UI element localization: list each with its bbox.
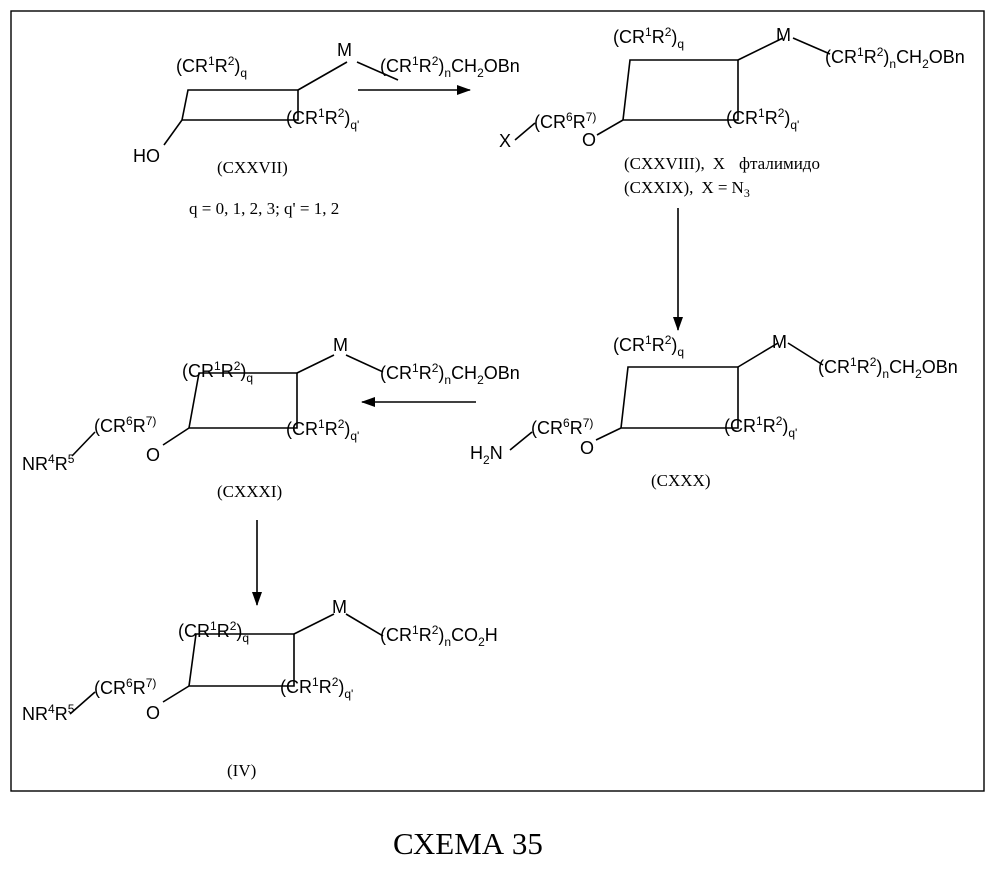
cxxx-cr1r2q: (CR1R2)q	[613, 333, 684, 359]
cxxviii-label: (CXXVIII),Xфталимидо	[624, 154, 820, 173]
cxxx-h2n: H2N	[470, 443, 503, 467]
cxxxi-label: (CXXXI)	[217, 482, 282, 501]
cxxvii-conditions: q = 0, 1, 2, 3; q' = 1, 2	[189, 199, 339, 218]
scheme-title: СХЕМА 35	[393, 826, 543, 861]
cxxviii-cr1r2q: (CR1R2)q	[613, 25, 684, 51]
scheme-frame	[11, 11, 984, 791]
compound-cxxvii: M (CR1R2)q (CR1R2)nCH2OBn (CR1R2)q' HO (…	[133, 40, 520, 218]
cxxx-side-chain: (CR1R2)nCH2OBn	[818, 355, 958, 381]
cxxxi-cr1r2q: (CR1R2)q	[182, 359, 253, 385]
iv-cr1r2q: (CR1R2)q	[178, 619, 249, 645]
cxxix-label: (CXXIX),X =N3	[624, 178, 750, 200]
compound-iv: M (CR1R2)q (CR1R2)nCO2H (CR1R2)q' (CR6R7…	[22, 597, 498, 780]
cxxx-label: (CXXX)	[651, 471, 711, 490]
iv-cr6r7: (CR6R7)	[94, 676, 156, 698]
iv-o: O	[146, 703, 160, 723]
cxxvii-ho: HO	[133, 146, 160, 166]
iv-label: (IV)	[227, 761, 256, 780]
cxxx-cr1r2qprime: (CR1R2)q'	[724, 414, 797, 440]
cxxvii-label: (CXXVII)	[217, 158, 288, 177]
cxxxi-side-chain: (CR1R2)nCH2OBn	[380, 361, 520, 387]
cxxvii-m: M	[337, 40, 352, 60]
cxxviii-m: M	[776, 25, 791, 45]
cxxxi-cr1r2qprime: (CR1R2)q'	[286, 417, 359, 443]
cxxxi-o: O	[146, 445, 160, 465]
iv-m: M	[332, 597, 347, 617]
iv-side-chain: (CR1R2)nCO2H	[380, 623, 498, 649]
cxxx-o: O	[580, 438, 594, 458]
cxxx-m: M	[772, 332, 787, 352]
cxxvii-cr1r2qprime: (CR1R2)q'	[286, 106, 359, 132]
cxxviii-side-chain: (CR1R2)nCH2OBn	[825, 45, 965, 71]
compound-cxxviii: M (CR1R2)q (CR1R2)nCH2OBn (CR1R2)q' (CR6…	[499, 25, 965, 200]
cxxxi-m: M	[333, 335, 348, 355]
cxxviii-o: O	[582, 130, 596, 150]
cxxxi-cr6r7: (CR6R7)	[94, 414, 156, 436]
cxxviii-cr1r2qprime: (CR1R2)q'	[726, 106, 799, 132]
cxxviii-x: X	[499, 131, 511, 151]
iv-cr1r2qprime: (CR1R2)q'	[280, 675, 353, 701]
cxxviii-cr6r7: (CR6R7)	[534, 110, 596, 132]
compound-cxxx: M (CR1R2)q (CR1R2)nCH2OBn (CR1R2)q' (CR6…	[470, 332, 958, 490]
cxxvii-cr1r2q: (CR1R2)q	[176, 54, 247, 80]
cxxxi-nr4r5: NR4R5	[22, 452, 75, 474]
cxxx-cr6r7: (CR6R7)	[531, 416, 593, 438]
iv-nr4r5: NR4R5	[22, 702, 75, 724]
compound-cxxxi: M (CR1R2)q (CR1R2)nCH2OBn (CR1R2)q' (CR6…	[22, 335, 520, 501]
cxxvii-side-chain: (CR1R2)nCH2OBn	[380, 54, 520, 80]
